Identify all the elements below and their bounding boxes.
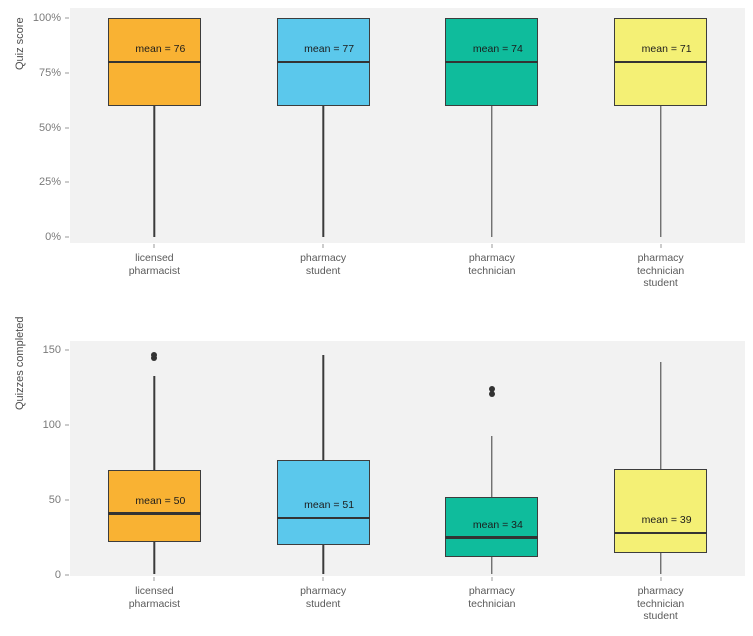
y-axis-tick-mark [65, 499, 69, 501]
x-axis-tick-mark [322, 244, 324, 248]
mean-label: mean = 39 [641, 514, 692, 526]
boxplot-median-line [614, 531, 708, 535]
mean-label: mean = 74 [472, 42, 523, 55]
x-axis-tick-label: pharmacy technician student [636, 585, 685, 622]
boxplot-whisker [153, 18, 156, 237]
boxplot-median-line [107, 60, 201, 64]
y-axis-tick-label: 100% [32, 12, 61, 24]
x-axis-tick-mark [153, 244, 155, 248]
x-axis-tick-label: pharmacy technician [468, 252, 516, 277]
y-axis-tick-mark [65, 72, 69, 74]
mean-label: mean = 77 [304, 42, 355, 55]
boxplot-outlier-point [488, 390, 495, 397]
y-axis-tick-mark [65, 181, 69, 183]
boxplot-median-line [445, 536, 539, 539]
boxplot-median-line [107, 512, 201, 515]
y-axis-title-quiz-score: Quiz score [14, 17, 26, 70]
mean-label: mean = 34 [472, 518, 523, 531]
y-axis-tick-mark [65, 236, 69, 238]
x-axis-tick-label: licensed pharmacist [128, 252, 181, 277]
mean-label: mean = 76 [135, 42, 186, 55]
x-axis-tick-label: pharmacy student [300, 585, 347, 610]
x-axis-tick-label: licensed pharmacist [128, 585, 181, 610]
x-axis-tick-label: pharmacy technician student [636, 252, 685, 289]
y-axis-tick-label: 75% [38, 66, 61, 79]
boxplot-outlier-point [151, 351, 158, 358]
y-axis-tick-label: 100 [42, 419, 61, 431]
mean-label: mean = 71 [641, 42, 692, 55]
boxplot-whisker [659, 362, 662, 574]
boxplot-median-line [276, 516, 370, 520]
x-axis-tick-label: pharmacy student [300, 252, 347, 277]
boxplot-whisker [659, 18, 662, 237]
y-axis-tick-mark [65, 127, 69, 128]
boxplot-median-line [445, 60, 539, 64]
y-axis-tick-mark [65, 424, 69, 426]
x-axis-tick-mark [153, 577, 155, 581]
y-axis-tick-label: 0% [45, 231, 61, 243]
boxplot-box [276, 459, 370, 545]
y-axis-tick-mark [65, 574, 69, 576]
boxplot-outlier-point [488, 386, 495, 392]
boxplot-whisker [491, 18, 493, 237]
x-axis-tick-mark [322, 577, 324, 581]
boxplot-box [107, 470, 201, 542]
y-axis-tick-label: 50% [38, 121, 61, 134]
facet-quiz-score: Quiz score 0% 25% 50% 75% 100% licensed pharm… [14, 8, 745, 289]
boxplot-box [445, 497, 539, 557]
facet-quizzes-completed: Quizzes completed 0 50 100 150 licensed phar… [0, 316, 753, 636]
y-axis-tick-mark [65, 17, 69, 19]
x-axis-tick-mark [491, 244, 493, 248]
mean-label: mean = 50 [135, 494, 186, 507]
boxplot-median-line [614, 60, 708, 64]
y-axis-tick-label: 150 [42, 344, 61, 356]
y-axis-tick-mark [65, 349, 69, 351]
boxplot-median-line [276, 60, 370, 64]
y-axis-tick-label: 50 [48, 494, 61, 506]
boxplot-box [614, 468, 708, 553]
x-axis-tick-mark [491, 577, 493, 581]
boxplot-outlier-point [151, 354, 158, 361]
y-axis-tick-label: 0 [54, 569, 61, 581]
mean-label: mean = 51 [304, 499, 355, 511]
x-axis-tick-mark [660, 577, 662, 581]
x-axis-tick-mark [660, 244, 662, 248]
x-axis-tick-label: pharmacy technician [468, 585, 516, 610]
y-axis-title-quizzes-completed: Quizzes completed [14, 316, 26, 410]
y-axis-tick-label: 25% [38, 176, 61, 189]
boxplot-whisker [322, 18, 324, 237]
